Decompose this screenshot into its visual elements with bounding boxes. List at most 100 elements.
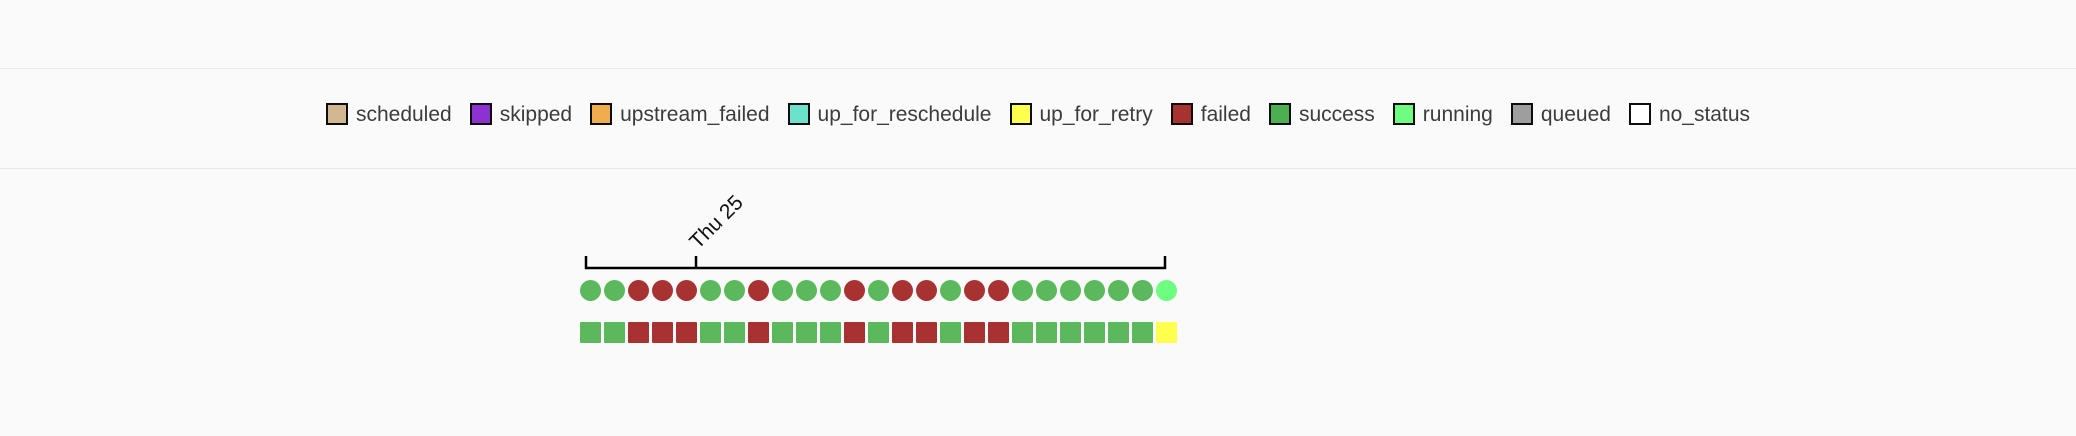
axis-tick-label: Thu 25 [685,191,748,254]
run-marker-dag-run-state-23[interactable] [1130,278,1154,302]
run-marker-task-instance-state-2[interactable] [626,320,650,344]
status-marker-success [1059,321,1081,343]
run-marker-dag-run-state-7[interactable] [746,278,770,302]
run-marker-dag-run-state-11[interactable] [842,278,866,302]
run-marker-dag-run-state-1[interactable] [602,278,626,302]
legend-swatch-up_for_retry [1009,103,1032,125]
status-marker-running [1155,279,1177,301]
legend-item-up_for_retry[interactable]: up_for_retry [1009,102,1153,126]
run-marker-task-instance-state-13[interactable] [890,320,914,344]
legend-swatch-running [1392,103,1415,125]
run-marker-task-instance-state-3[interactable] [650,320,674,344]
run-marker-dag-run-state-5[interactable] [698,278,722,302]
status-marker-success [867,279,889,301]
status-marker-failed [963,321,985,343]
status-marker-success [699,279,721,301]
legend-item-skipped[interactable]: skipped [469,102,573,126]
run-marker-task-instance-state-4[interactable] [674,320,698,344]
run-marker-task-instance-state-15[interactable] [938,320,962,344]
run-marker-task-instance-state-21[interactable] [1082,320,1106,344]
legend-swatch-up_for_reschedule [787,103,810,125]
status-marker-success [795,279,817,301]
legend-swatch-no_status [1628,103,1651,125]
legend-item-queued[interactable]: queued [1510,102,1611,126]
run-marker-task-instance-state-22[interactable] [1106,320,1130,344]
run-marker-dag-run-state-21[interactable] [1082,278,1106,302]
status-marker-failed [843,321,865,343]
run-marker-dag-run-state-6[interactable] [722,278,746,302]
status-marker-success [1083,279,1105,301]
run-marker-task-instance-state-20[interactable] [1058,320,1082,344]
run-marker-dag-run-state-0[interactable] [578,278,602,302]
task-instance-row [578,320,1178,344]
run-marker-task-instance-state-19[interactable] [1034,320,1058,344]
run-marker-task-instance-state-23[interactable] [1130,320,1154,344]
run-marker-dag-run-state-8[interactable] [770,278,794,302]
run-marker-task-instance-state-14[interactable] [914,320,938,344]
status-marker-up_for_retry [1155,321,1177,343]
status-marker-failed [915,279,937,301]
legend-label-success: success [1298,102,1375,126]
run-marker-dag-run-state-3[interactable] [650,278,674,302]
status-marker-failed [891,279,913,301]
legend-label-up_for_retry: up_for_retry [1039,102,1153,126]
run-marker-dag-run-state-14[interactable] [914,278,938,302]
run-marker-task-instance-state-10[interactable] [818,320,842,344]
status-marker-failed [675,321,697,343]
run-marker-task-instance-state-24[interactable] [1154,320,1178,344]
legend-item-scheduled[interactable]: scheduled [325,103,452,125]
run-marker-task-instance-state-17[interactable] [986,320,1010,344]
legend-swatch-scheduled [325,103,348,125]
status-marker-success [939,279,961,301]
divider-bottom [0,168,2076,169]
legend-label-no_status: no_status [1658,102,1751,126]
run-marker-task-instance-state-1[interactable] [602,320,626,344]
status-marker-failed [987,321,1009,343]
legend-item-upstream_failed[interactable]: upstream_failed [590,103,770,125]
status-marker-success [1131,321,1153,343]
run-marker-task-instance-state-0[interactable] [578,320,602,344]
time-axis: Thu 25 [584,191,1167,270]
status-marker-success [1059,279,1081,301]
run-marker-task-instance-state-16[interactable] [962,320,986,344]
legend-item-no_status[interactable]: no_status [1628,102,1751,126]
run-marker-dag-run-state-12[interactable] [866,278,890,302]
run-marker-dag-run-state-19[interactable] [1034,278,1058,302]
run-marker-dag-run-state-18[interactable] [1010,278,1034,302]
status-marker-success [603,279,625,301]
run-marker-task-instance-state-11[interactable] [842,320,866,344]
status-marker-success [1131,279,1153,301]
legend-item-up_for_reschedule[interactable]: up_for_reschedule [787,103,992,125]
run-marker-dag-run-state-15[interactable] [938,278,962,302]
run-marker-task-instance-state-6[interactable] [722,320,746,344]
legend-item-running[interactable]: running [1392,103,1493,125]
legend-swatch-failed [1170,103,1193,125]
status-marker-success [819,279,841,301]
run-marker-task-instance-state-7[interactable] [746,320,770,344]
status-marker-success [771,321,793,343]
status-marker-success [1083,321,1105,343]
run-marker-dag-run-state-2[interactable] [626,278,650,302]
status-marker-success [723,279,745,301]
run-marker-dag-run-state-4[interactable] [674,278,698,302]
run-marker-dag-run-state-22[interactable] [1106,278,1130,302]
run-marker-dag-run-state-9[interactable] [794,278,818,302]
run-marker-dag-run-state-20[interactable] [1058,278,1082,302]
run-marker-dag-run-state-16[interactable] [962,278,986,302]
legend-item-success[interactable]: success [1268,102,1375,126]
run-marker-task-instance-state-5[interactable] [698,320,722,344]
run-marker-task-instance-state-12[interactable] [866,320,890,344]
run-marker-task-instance-state-18[interactable] [1010,320,1034,344]
run-marker-task-instance-state-8[interactable] [770,320,794,344]
status-marker-success [939,321,961,343]
legend-item-failed[interactable]: failed [1170,103,1251,125]
legend-label-skipped: skipped [499,102,573,126]
run-marker-dag-run-state-13[interactable] [890,278,914,302]
status-marker-success [699,321,721,343]
legend-label-queued: queued [1540,102,1611,126]
run-marker-dag-run-state-17[interactable] [986,278,1010,302]
run-marker-dag-run-state-10[interactable] [818,278,842,302]
run-marker-task-instance-state-9[interactable] [794,320,818,344]
run-marker-dag-run-state-24[interactable] [1154,278,1178,302]
status-marker-failed [675,279,697,301]
